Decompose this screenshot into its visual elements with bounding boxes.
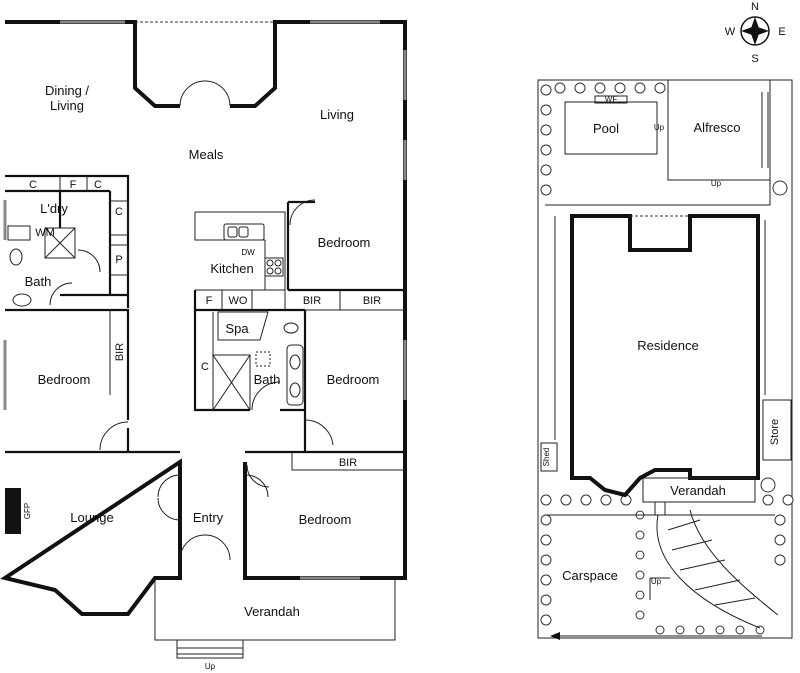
spa-label: Spa <box>225 321 249 336</box>
room-dining-living-2: Living <box>50 98 84 113</box>
room-bath: Bath <box>254 372 281 387</box>
verandah-label: Verandah <box>244 604 300 619</box>
room-entry: Entry <box>193 510 224 525</box>
room-bath: Bath <box>25 274 52 289</box>
cupboard-label: C <box>115 206 123 218</box>
room-laundry: L'dry <box>40 201 68 216</box>
room-bedroom: Bedroom <box>38 372 91 387</box>
room-lounge: Lounge <box>70 510 113 525</box>
water-feature-label: WF <box>605 95 618 104</box>
up-label: Up <box>651 577 662 586</box>
cupboard-label: C <box>94 179 102 191</box>
verandah-label: Verandah <box>670 483 726 498</box>
compass <box>740 16 770 46</box>
house-plan <box>0 20 407 659</box>
fridge-label: F <box>206 295 213 307</box>
room-bedroom: Bedroom <box>318 235 371 250</box>
bir-label: BIR <box>339 457 357 469</box>
fridge-label: F <box>70 179 77 191</box>
pool-label: Pool <box>593 121 619 136</box>
compass-w: W <box>725 26 736 38</box>
up-label: Up <box>711 179 722 188</box>
compass-e: E <box>778 26 785 38</box>
carspace-label: Carspace <box>562 568 618 583</box>
cupboard-label: C <box>29 179 37 191</box>
room-meals: Meals <box>189 147 224 162</box>
room-kitchen: Kitchen <box>210 261 253 276</box>
store-label: Store <box>769 419 781 445</box>
bir-label: BIR <box>303 295 321 307</box>
residence-label: Residence <box>637 338 698 353</box>
up-label: Up <box>654 123 665 132</box>
room-bedroom: Bedroom <box>327 372 380 387</box>
pantry-label: P <box>115 254 122 266</box>
shed-label: Shed <box>542 448 551 467</box>
compass-s: S <box>751 53 758 65</box>
gas-fireplace-label: GFP <box>23 503 32 519</box>
bir-label: BIR <box>114 343 126 361</box>
room-living: Living <box>320 107 354 122</box>
up-label: Up <box>205 662 216 671</box>
shrub-row <box>540 82 794 635</box>
cupboard-label: C <box>201 361 209 373</box>
wall-oven-label: WO <box>229 295 248 307</box>
room-dining-living-1: Dining / <box>45 83 89 98</box>
site-plan <box>537 79 794 640</box>
compass-n: N <box>751 1 759 13</box>
alfresco-label: Alfresco <box>694 120 741 135</box>
bir-label: BIR <box>363 295 381 307</box>
dishwasher-label: DW <box>241 248 255 257</box>
room-bedroom: Bedroom <box>299 512 352 527</box>
washing-machine-label: WM <box>35 227 55 239</box>
